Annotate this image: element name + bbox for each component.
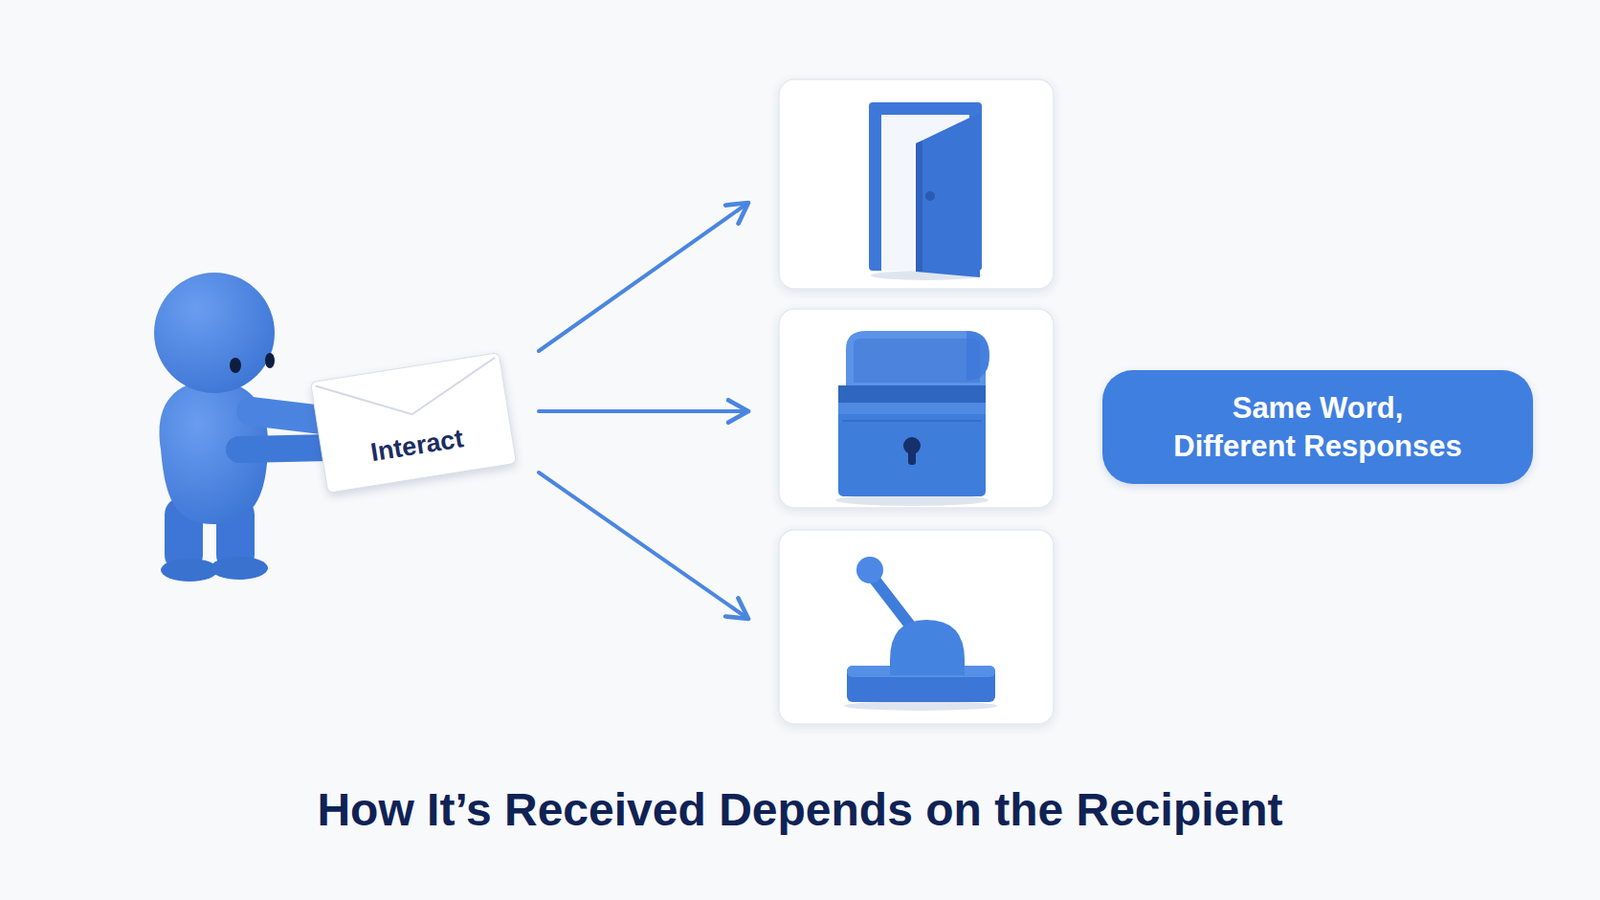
diagram-title: How It’s Received Depends on the Recipie…	[0, 782, 1600, 839]
arrows	[538, 202, 749, 620]
person-figure	[154, 272, 331, 582]
pill-label: Same Word, Different Responses	[1170, 389, 1466, 466]
pill-node: Same Word, Different Responses	[1102, 370, 1534, 485]
response-cards	[778, 79, 1054, 725]
envelope-flap	[311, 353, 516, 493]
lever-icon	[844, 556, 998, 712]
envelope-node: Interact	[310, 352, 517, 494]
envelope-label: Interact	[368, 423, 466, 468]
chest-icon	[835, 331, 990, 507]
door-icon	[868, 102, 982, 281]
